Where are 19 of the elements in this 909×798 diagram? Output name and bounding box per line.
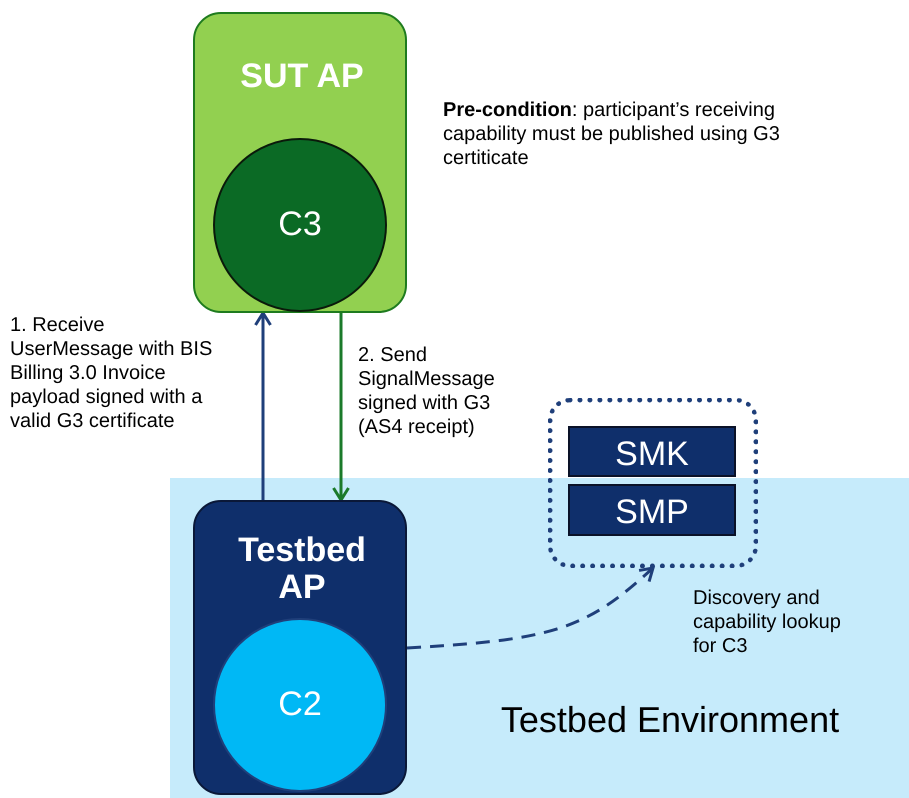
circle-label: C2 [277, 686, 323, 724]
environment-region [170, 478, 909, 798]
service-label: SMP [614, 494, 690, 532]
access-point-box [193, 12, 407, 313]
service-label: SMK [614, 436, 690, 474]
access-point-box [193, 500, 407, 795]
arrow [332, 313, 350, 502]
dashed-arrow [406, 566, 654, 650]
region-title: Testbed Environment [500, 700, 840, 740]
edge-label: 2. Send SignalMessage signed with G3 (AS4 receipt) [358, 343, 496, 439]
box-title: SUT AP [239, 58, 365, 96]
edge-label: Discovery and capability lookup for C3 [693, 586, 842, 658]
service-box [568, 484, 736, 536]
arrow [254, 312, 272, 500]
note-text: Pre-condition: participant’s receiving capability must be published using G3 certiticate [443, 98, 781, 170]
box-title: Testbed AP [237, 532, 367, 607]
edge-label: 1. Receive UserMessage with BIS Billing 3.0 Invoice payload signed with a valid G3 certificate [10, 313, 214, 433]
circle-label: C3 [277, 206, 323, 244]
service-box [568, 426, 736, 477]
